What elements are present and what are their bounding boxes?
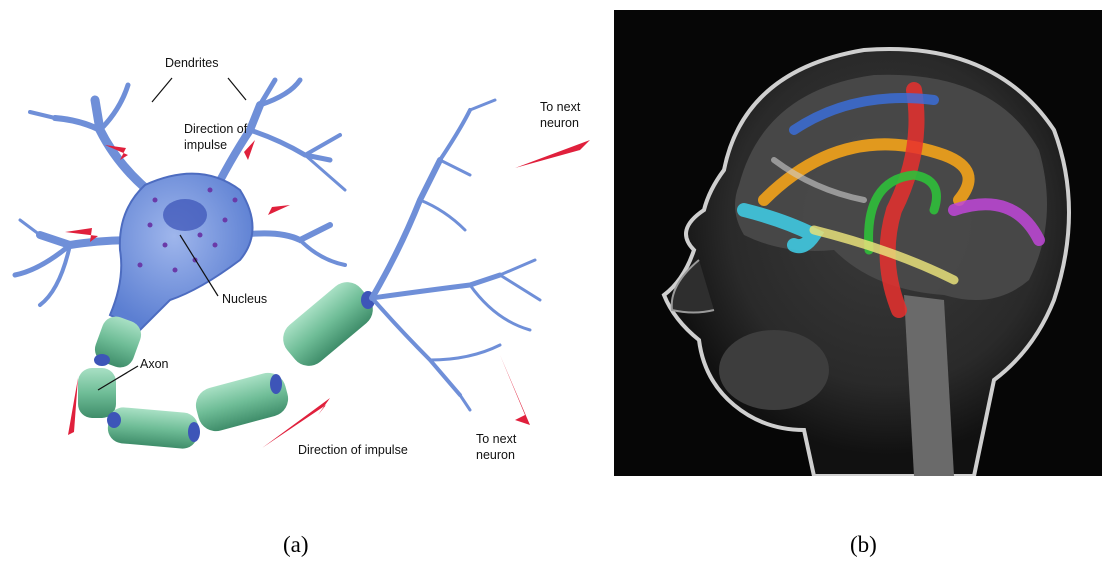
to-next-top-label-1: To next [540,100,580,114]
cell-body [110,174,253,330]
neuron-illustration [0,0,600,480]
direction-bottom-label: Direction of impulse [298,443,408,457]
to-next-bottom-label-2: neuron [476,448,515,462]
nucleus-shape [163,199,207,231]
brain-scan-illustration [614,10,1102,476]
to-next-bottom-label-1: To next [476,432,516,446]
nucleus-label: Nucleus [222,292,267,306]
caption-b: (b) [850,532,877,558]
caption-a: (a) [283,532,309,558]
to-next-top-label-2: neuron [540,116,579,130]
dendrites-label: Dendrites [165,56,219,70]
axon-label: Axon [140,357,169,371]
mri-tractography-image [614,10,1102,476]
direction-top-label-2: impulse [184,138,227,152]
direction-top-label-1: Direction of [184,122,247,136]
neuron-diagram-panel: Dendrites Direction of impulse To next n… [0,0,600,480]
axon-terminals [372,100,540,410]
tongue-shape [719,330,829,410]
